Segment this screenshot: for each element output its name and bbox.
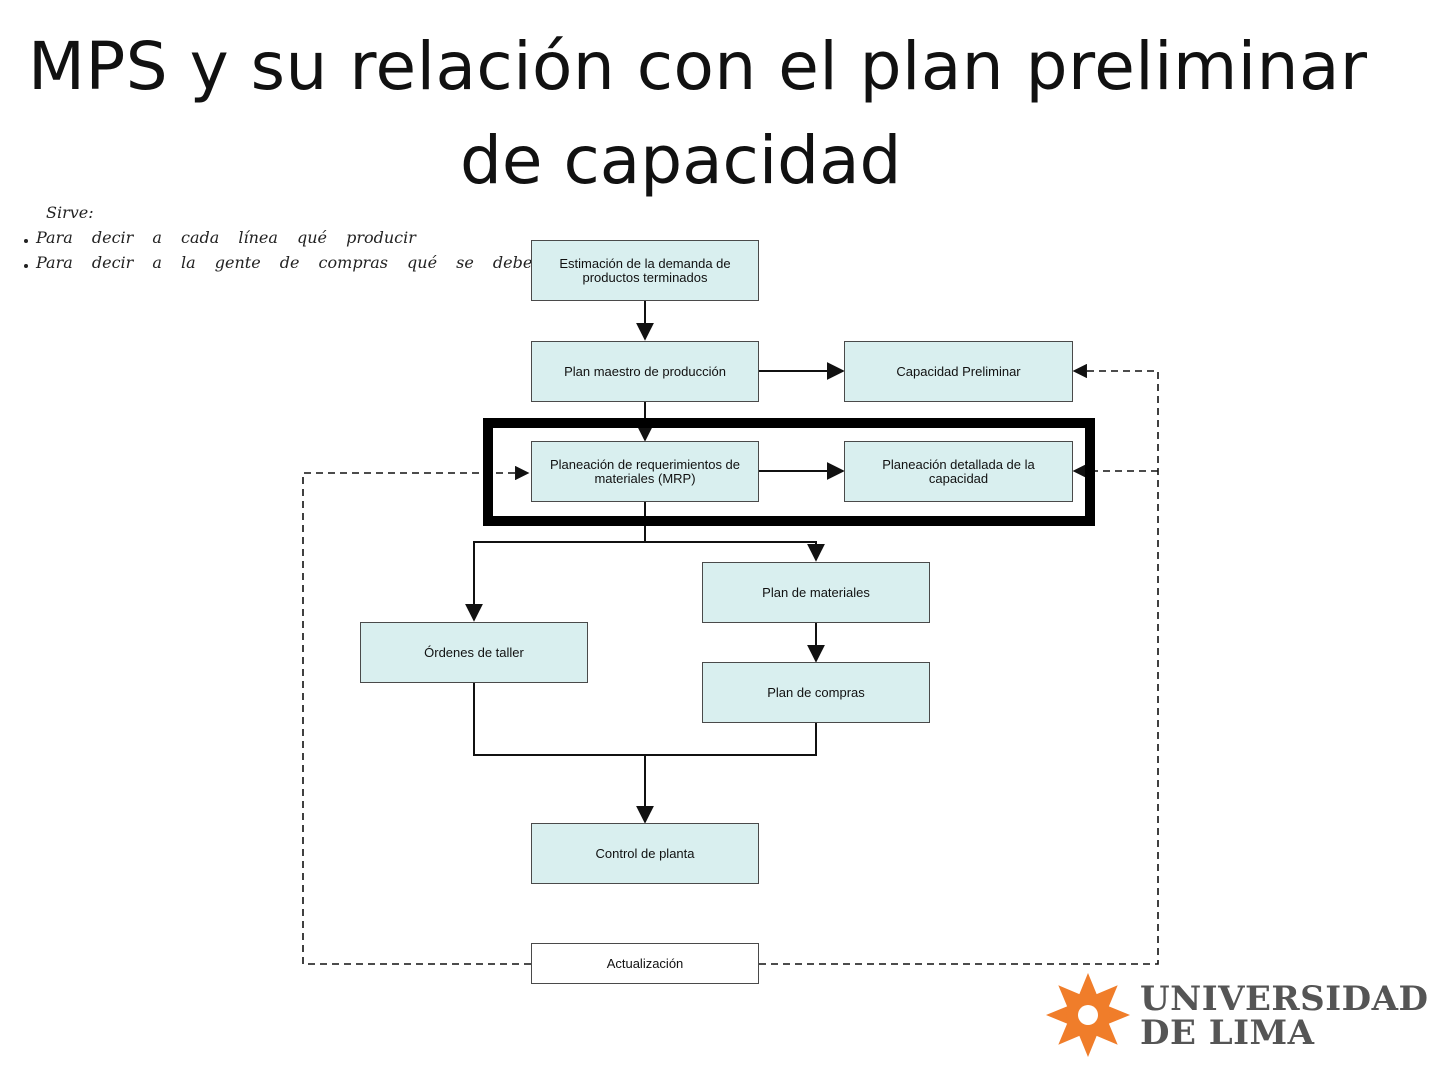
dashed-update-to-rccp	[759, 363, 1159, 965]
box-materials-plan: Plan de materiales	[702, 562, 930, 623]
slide-title-line-1: MPS y su relación con el plan preliminar	[28, 28, 1368, 105]
box-shop-orders: Órdenes de taller	[360, 622, 588, 683]
notes-heading: Sirve:	[46, 203, 94, 222]
box-preliminary-capacity: Capacidad Preliminar	[844, 341, 1073, 402]
box-plant-control: Control de planta	[531, 823, 759, 884]
note-item-1: Para decir a cada línea qué producir	[36, 228, 416, 247]
box-master-production-schedule: Plan maestro de producción	[531, 341, 759, 402]
arrow-mrp-to-materials	[645, 541, 825, 562]
bullet-marker	[24, 239, 28, 243]
logo-text-line-1: UNIVERSIDAD	[1140, 979, 1429, 1019]
logo-text-line-2: DE LIMA	[1140, 1013, 1315, 1053]
box-detailed-capacity: Planeación detallada de la capacidad	[844, 441, 1073, 502]
box-update: Actualización	[531, 943, 759, 984]
box-mrp: Planeación de requerimientos de material…	[531, 441, 759, 502]
box-purchase-plan: Plan de compras	[702, 662, 930, 723]
sun-icon	[1046, 973, 1130, 1057]
bullet-marker	[24, 264, 28, 268]
note-item-2: Para decir a la gente de compras qué se …	[36, 253, 621, 272]
box-demand-estimate: Estimación de la demanda de productos te…	[531, 240, 759, 301]
highlight-frame	[483, 418, 1095, 526]
slide-title-line-2: de capacidad	[460, 122, 902, 199]
dashed-update-to-mrp	[302, 465, 531, 965]
